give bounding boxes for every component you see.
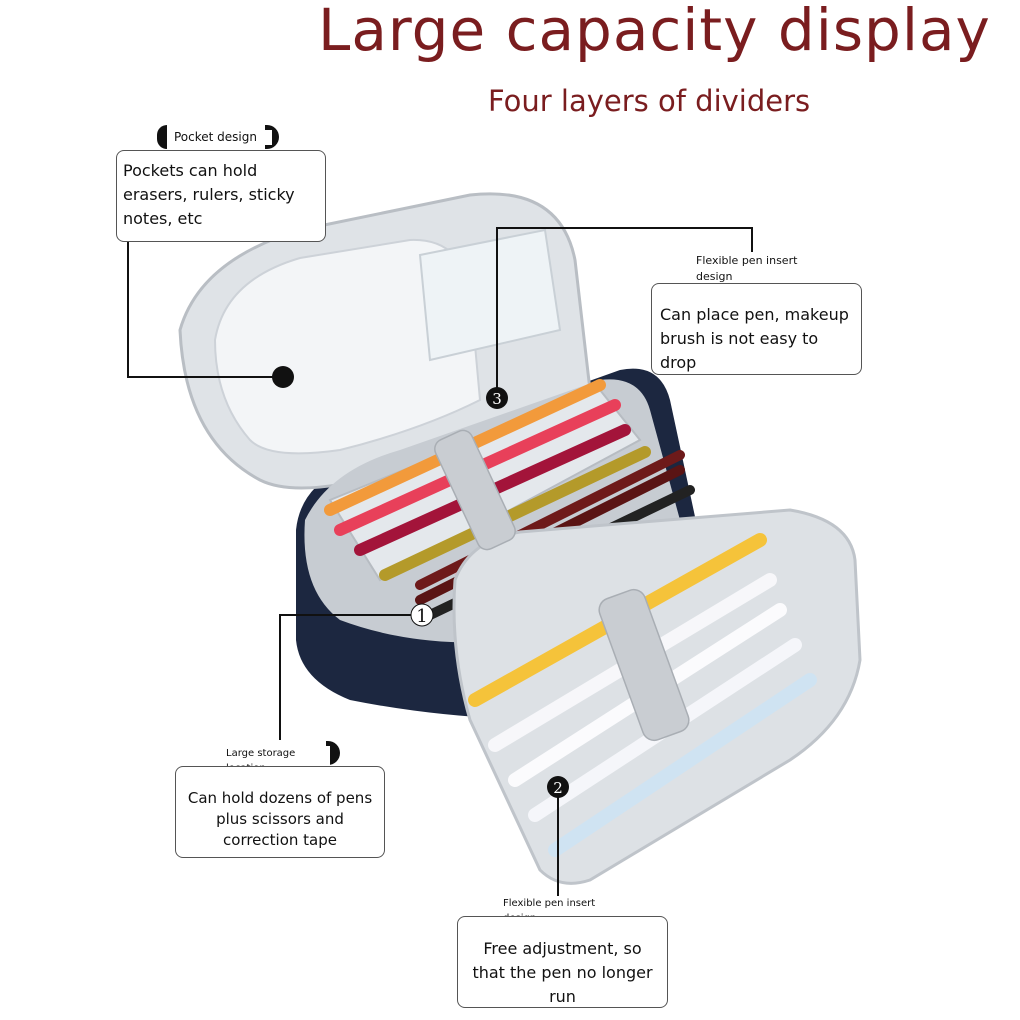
- elastic-bands: [434, 429, 690, 742]
- lid-pocket: [213, 238, 482, 455]
- pen-insert-top-tag: Flexible pen insert design: [690, 253, 821, 285]
- ruler: [418, 228, 562, 362]
- page-title: Large capacity display: [318, 0, 991, 64]
- pocket-marker-dot: [272, 366, 294, 388]
- marker-2-label: 2: [553, 779, 563, 797]
- marker-2-dot: [547, 776, 569, 798]
- storage-callout-box: Can hold dozens of pens plus scissors an…: [175, 766, 385, 858]
- leader-lines: [127, 227, 753, 910]
- pen-insert-top-callout-box: Can place pen, makeup brush is not easy …: [651, 283, 862, 375]
- pen-insert-bottom-callout-box: Free adjustment, so that the pen no long…: [457, 916, 668, 1008]
- storage-callout-text: Can hold dozens of pens plus scissors an…: [187, 789, 373, 849]
- page-subtitle: Four layers of dividers: [488, 84, 811, 118]
- marker-3-label: 3: [492, 390, 502, 408]
- pocket-tag: Pocket design: [167, 130, 272, 145]
- pen-insert-bottom-callout-text: Free adjustment, so that the pen no long…: [472, 939, 653, 1006]
- pocket-tag-cap-left: [157, 125, 167, 149]
- marker-3-dot: [486, 387, 508, 409]
- marker-1-label: 1: [416, 606, 427, 627]
- marker-1-dot: [410, 603, 434, 627]
- pocket-callout-text: Pockets can hold erasers, rulers, sticky…: [123, 161, 295, 228]
- pen-insert-top-callout-text: Can place pen, makeup brush is not easy …: [660, 305, 849, 372]
- pocket-callout-box: Pockets can hold erasers, rulers, sticky…: [116, 150, 326, 242]
